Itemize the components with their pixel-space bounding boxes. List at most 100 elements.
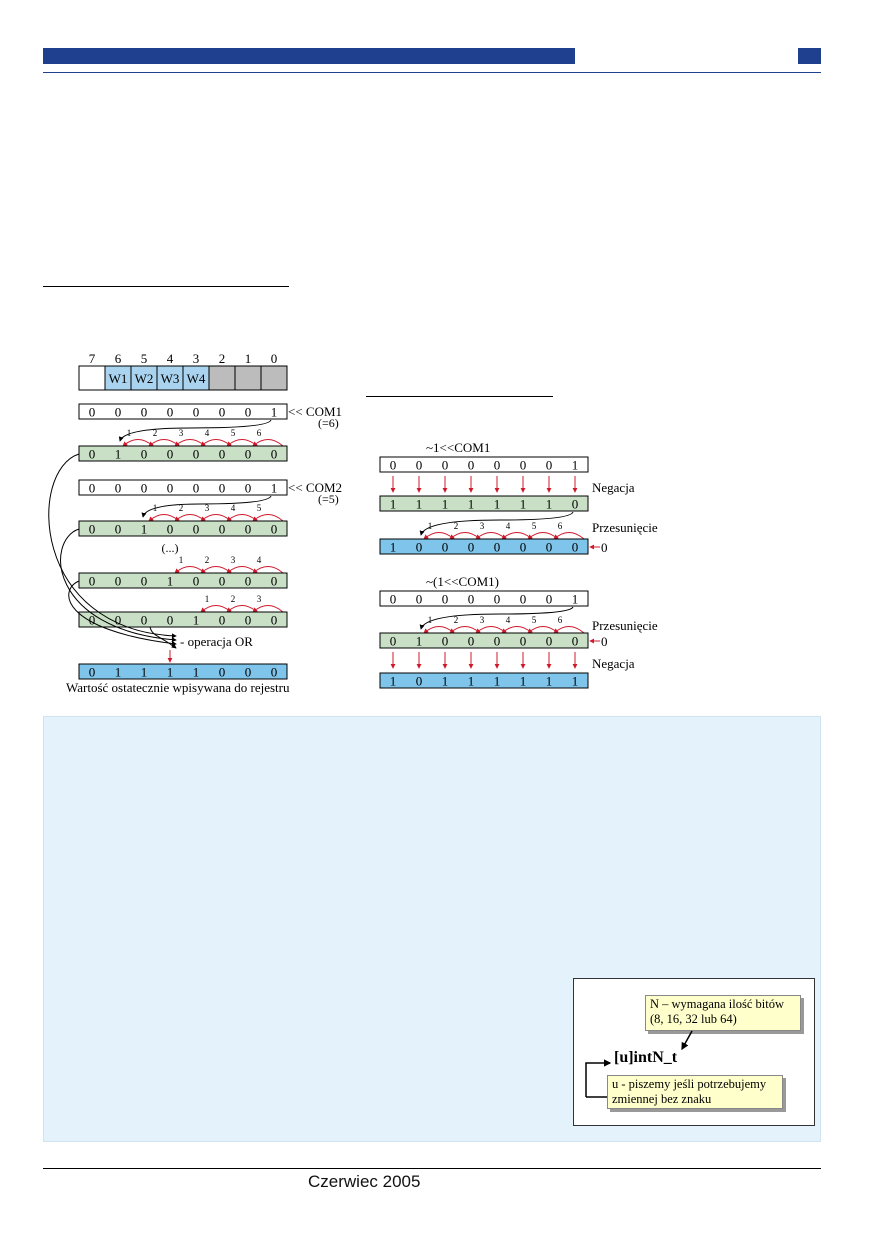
fig2a-row3-bit: 0 — [572, 540, 579, 555]
shift6-arcs-label: 6 — [257, 428, 262, 438]
shift3-row-box — [78, 611, 288, 628]
fig2b-row3-bit: 1 — [494, 674, 501, 689]
com2-label: << COM2 — [288, 480, 342, 495]
type-naming-diagram: N – wymagana ilość bitów (8, 16, 32 lub … — [573, 978, 815, 1126]
fig2a-arcs-arc — [423, 532, 455, 540]
fig2b-arcs-label: 4 — [506, 615, 511, 625]
shift4-arcs-arc — [174, 566, 206, 574]
result-row-bit: 1 — [141, 665, 148, 680]
register-cell — [208, 365, 236, 391]
register-cell — [260, 365, 288, 391]
fig2b-row1-bit: 1 — [572, 592, 579, 607]
shift6-arcs-label: 5 — [231, 428, 236, 438]
fig2b-row1-box — [379, 590, 589, 607]
fig2a-zero: 0 — [601, 540, 608, 555]
fig2b-row2-bit: 0 — [572, 634, 579, 649]
fig2a-row3-bit: 0 — [416, 540, 423, 555]
fig2b-row1-bit: 0 — [442, 592, 449, 607]
note-bit-count: N – wymagana ilość bitów (8, 16, 32 lub … — [645, 995, 801, 1031]
shift4-row-bit: 0 — [193, 574, 200, 589]
shift4-arcs-label: 4 — [257, 555, 262, 565]
shift5-arcs-arc — [148, 514, 180, 522]
fig2b-row1-bit: 0 — [390, 592, 397, 607]
fig2b-row1-bit: 0 — [468, 592, 475, 607]
shift6-row-bit: 0 — [141, 447, 148, 462]
com1-row-bit: 0 — [245, 405, 252, 420]
shift3-row-bit: 1 — [193, 613, 200, 628]
fig2b-arcs-arc — [449, 626, 481, 634]
com2-row-bit: 0 — [115, 481, 122, 496]
fig2a-row2-bit: 1 — [390, 497, 397, 512]
shift5-row-bit: 0 — [89, 522, 96, 537]
shift3-arcs-label: 1 — [205, 594, 210, 604]
fig2a-row2-bit: 1 — [520, 497, 527, 512]
fig2a-row1-bit: 0 — [520, 458, 527, 473]
register-cell-label: W4 — [187, 371, 206, 386]
fig2a-arcs-label: 4 — [506, 521, 511, 531]
result-row-box — [78, 663, 288, 680]
shift5-arcs-arc — [174, 514, 206, 522]
fig2a-row3-bit: 0 — [442, 540, 449, 555]
com1-note: (=6) — [318, 416, 339, 430]
register-cell — [130, 365, 158, 391]
result-row-bit: 1 — [167, 665, 174, 680]
fig2b-title: ~(1<<COM1) — [426, 574, 499, 589]
com2-row-bit: 0 — [219, 481, 226, 496]
shift4-arcs-label: 1 — [179, 555, 184, 565]
type-name: [u]intN_t — [614, 1049, 678, 1066]
fig2a-arcs-label: 3 — [480, 521, 485, 531]
inset-arrows — [585, 1030, 693, 1098]
shift3-arcs-arc — [226, 605, 258, 613]
footer-rule — [43, 1168, 821, 1169]
fig2a-title: ~1<<COM1 — [426, 440, 490, 455]
fig2b-row2-bit: 0 — [442, 634, 449, 649]
com2-row-box — [78, 479, 288, 496]
bit-index: 0 — [271, 351, 278, 366]
com1-row-bit: 0 — [167, 405, 174, 420]
shift4-row-bit: 0 — [115, 574, 122, 589]
shift3-row-bit: 0 — [89, 613, 96, 628]
com2-to-shift-curve — [141, 495, 272, 518]
shift5-row-bit: 0 — [219, 522, 226, 537]
fig2a-arcs-arc — [449, 532, 481, 540]
fig2b-negacja: Negacja — [592, 656, 635, 671]
shift4-arcs-arc — [252, 566, 284, 574]
fig2b-row1-bit: 0 — [494, 592, 501, 607]
fig2b-row3-bit: 1 — [546, 674, 553, 689]
shift4-arcs-arc — [200, 566, 232, 574]
fig2a-row1-bit: 0 — [390, 458, 397, 473]
fig2b-arcs-arc — [423, 626, 455, 634]
com1-row-bit: 1 — [271, 405, 278, 420]
fig2b-row1-bit: 0 — [416, 592, 423, 607]
com2-row-bit: 0 — [167, 481, 174, 496]
bit-index: 6 — [115, 351, 122, 366]
fig2b-row2-bit: 1 — [416, 634, 423, 649]
shift3-arcs-arc — [200, 605, 232, 613]
fig2a-negacja: Negacja — [592, 480, 635, 495]
shift4-row-bit: 0 — [271, 574, 278, 589]
fig2b-arcs-label: 2 — [454, 615, 459, 625]
fig2b-przesuniecie: Przesunięcie — [592, 618, 658, 633]
fig2a-row2-bit: 1 — [546, 497, 553, 512]
fig2b-row2-bit: 0 — [390, 634, 397, 649]
shift5-row-bit: 0 — [167, 522, 174, 537]
fig2b-row2-box — [379, 632, 589, 649]
fig2a-row1-bit: 0 — [442, 458, 449, 473]
shift5-arcs-arc — [226, 514, 258, 522]
fig2a-row3-box — [379, 538, 589, 555]
fig2b-arcs-label: 6 — [558, 615, 563, 625]
fig2b-arcs-arc — [475, 626, 507, 634]
fig2a-row2-bit: 1 — [416, 497, 423, 512]
fig2b-arcs-arc — [527, 626, 559, 634]
fig2a-arcs-arc — [475, 532, 507, 540]
shift6-arcs-arc — [200, 439, 232, 447]
shift3-arcs-label: 3 — [257, 594, 262, 604]
fig2a-row3-bit: 0 — [494, 540, 501, 555]
